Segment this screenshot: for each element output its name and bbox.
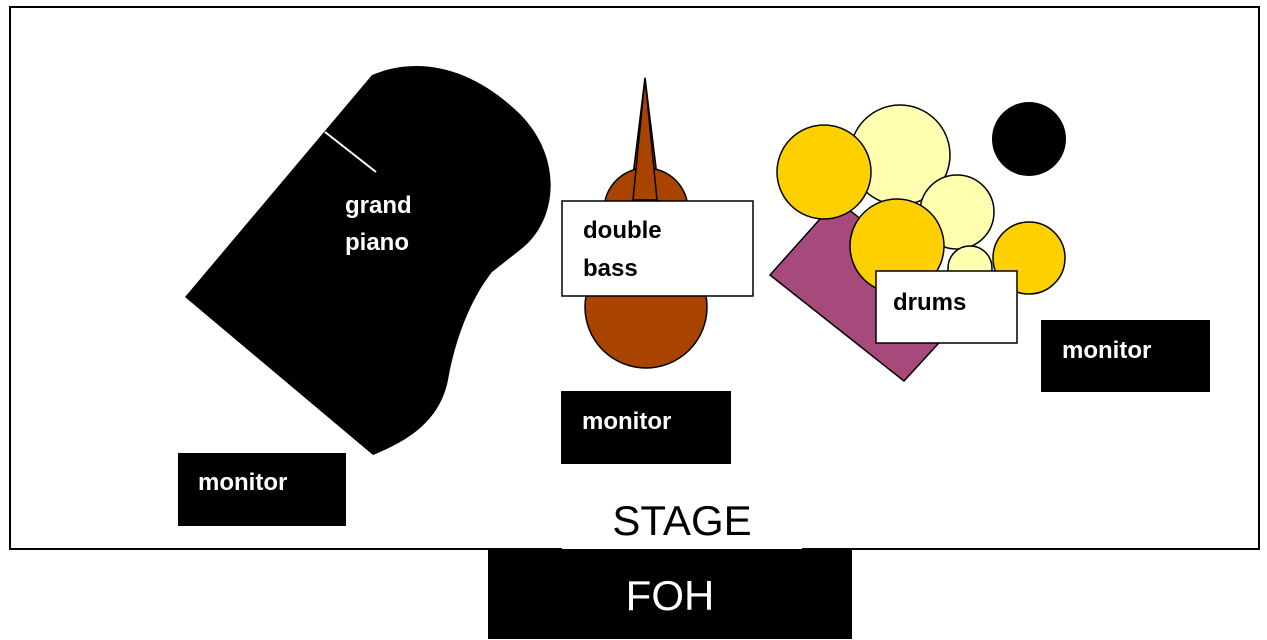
piano-lid-line bbox=[324, 131, 377, 173]
stage-label-box bbox=[562, 489, 802, 550]
cymbal-yellow-left bbox=[776, 124, 872, 220]
piano-label-line2: piano bbox=[345, 229, 409, 256]
monitor-right-label: monitor bbox=[1062, 337, 1151, 364]
stage-label: STAGE bbox=[612, 497, 751, 544]
drums-label-box bbox=[875, 270, 1018, 344]
bass-label-box bbox=[561, 200, 754, 297]
monitor-left bbox=[178, 453, 346, 526]
bass-label-line1: double bbox=[583, 217, 662, 244]
piano-label-line1: grand bbox=[345, 192, 412, 219]
bass-label-line2: bass bbox=[583, 255, 638, 282]
monitor-left-label: monitor bbox=[198, 469, 287, 496]
monitor-center bbox=[561, 391, 731, 464]
drum-black-circle bbox=[992, 102, 1066, 176]
bass-neck-overlay bbox=[632, 77, 658, 201]
grand-piano-shape bbox=[185, 66, 551, 455]
drums-label: drums bbox=[893, 289, 966, 316]
monitor-right bbox=[1041, 320, 1210, 392]
foh-label: FOH bbox=[626, 572, 715, 619]
foh-box bbox=[488, 549, 852, 639]
monitor-center-label: monitor bbox=[582, 408, 671, 435]
